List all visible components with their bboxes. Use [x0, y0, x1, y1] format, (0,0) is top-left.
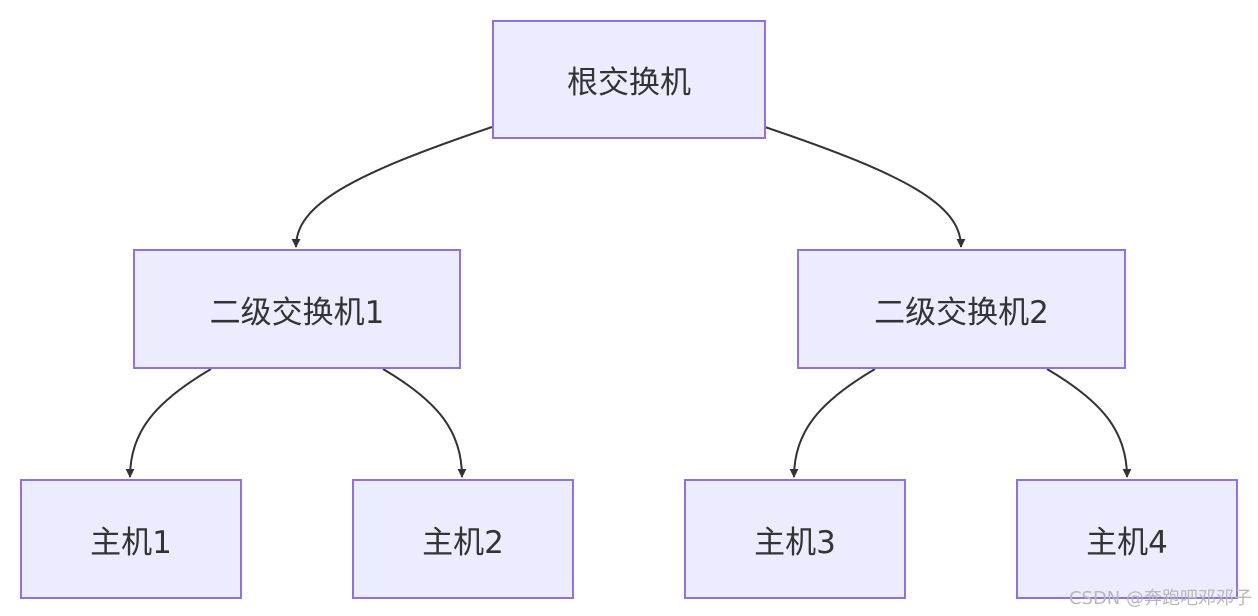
node-root-switch-label: 根交换机	[567, 65, 691, 101]
node-host-3: 主机3	[684, 479, 906, 599]
edge-switch1-host1	[125, 368, 212, 478]
node-secondary-switch-2: 二级交换机2	[797, 249, 1126, 369]
node-host-3-label: 主机3	[754, 524, 836, 561]
node-host-4-label: 主机4	[1086, 524, 1168, 561]
watermark: CSDN @奔跑吧邓邓子	[1068, 588, 1252, 609]
node-secondary-switch-1-label: 二级交换机1	[209, 294, 385, 331]
edges	[125, 126, 1132, 478]
edge-switch1-host2	[382, 368, 467, 478]
edge-root-switch1	[291, 126, 493, 248]
edge-root-switch2	[764, 126, 966, 248]
node-secondary-switch-1: 二级交换机1	[133, 249, 461, 369]
node-host-1-label: 主机1	[90, 524, 172, 561]
node-host-2-label: 主机2	[422, 524, 504, 561]
node-secondary-switch-2-label: 二级交换机2	[874, 294, 1049, 331]
edge-switch2-host4	[1046, 368, 1132, 478]
node-root-switch: 根交换机	[492, 20, 766, 139]
node-host-4: 主机4	[1016, 479, 1238, 599]
node-host-2: 主机2	[352, 479, 574, 599]
node-host-1: 主机1	[20, 479, 242, 599]
edge-switch2-host3	[789, 368, 876, 478]
